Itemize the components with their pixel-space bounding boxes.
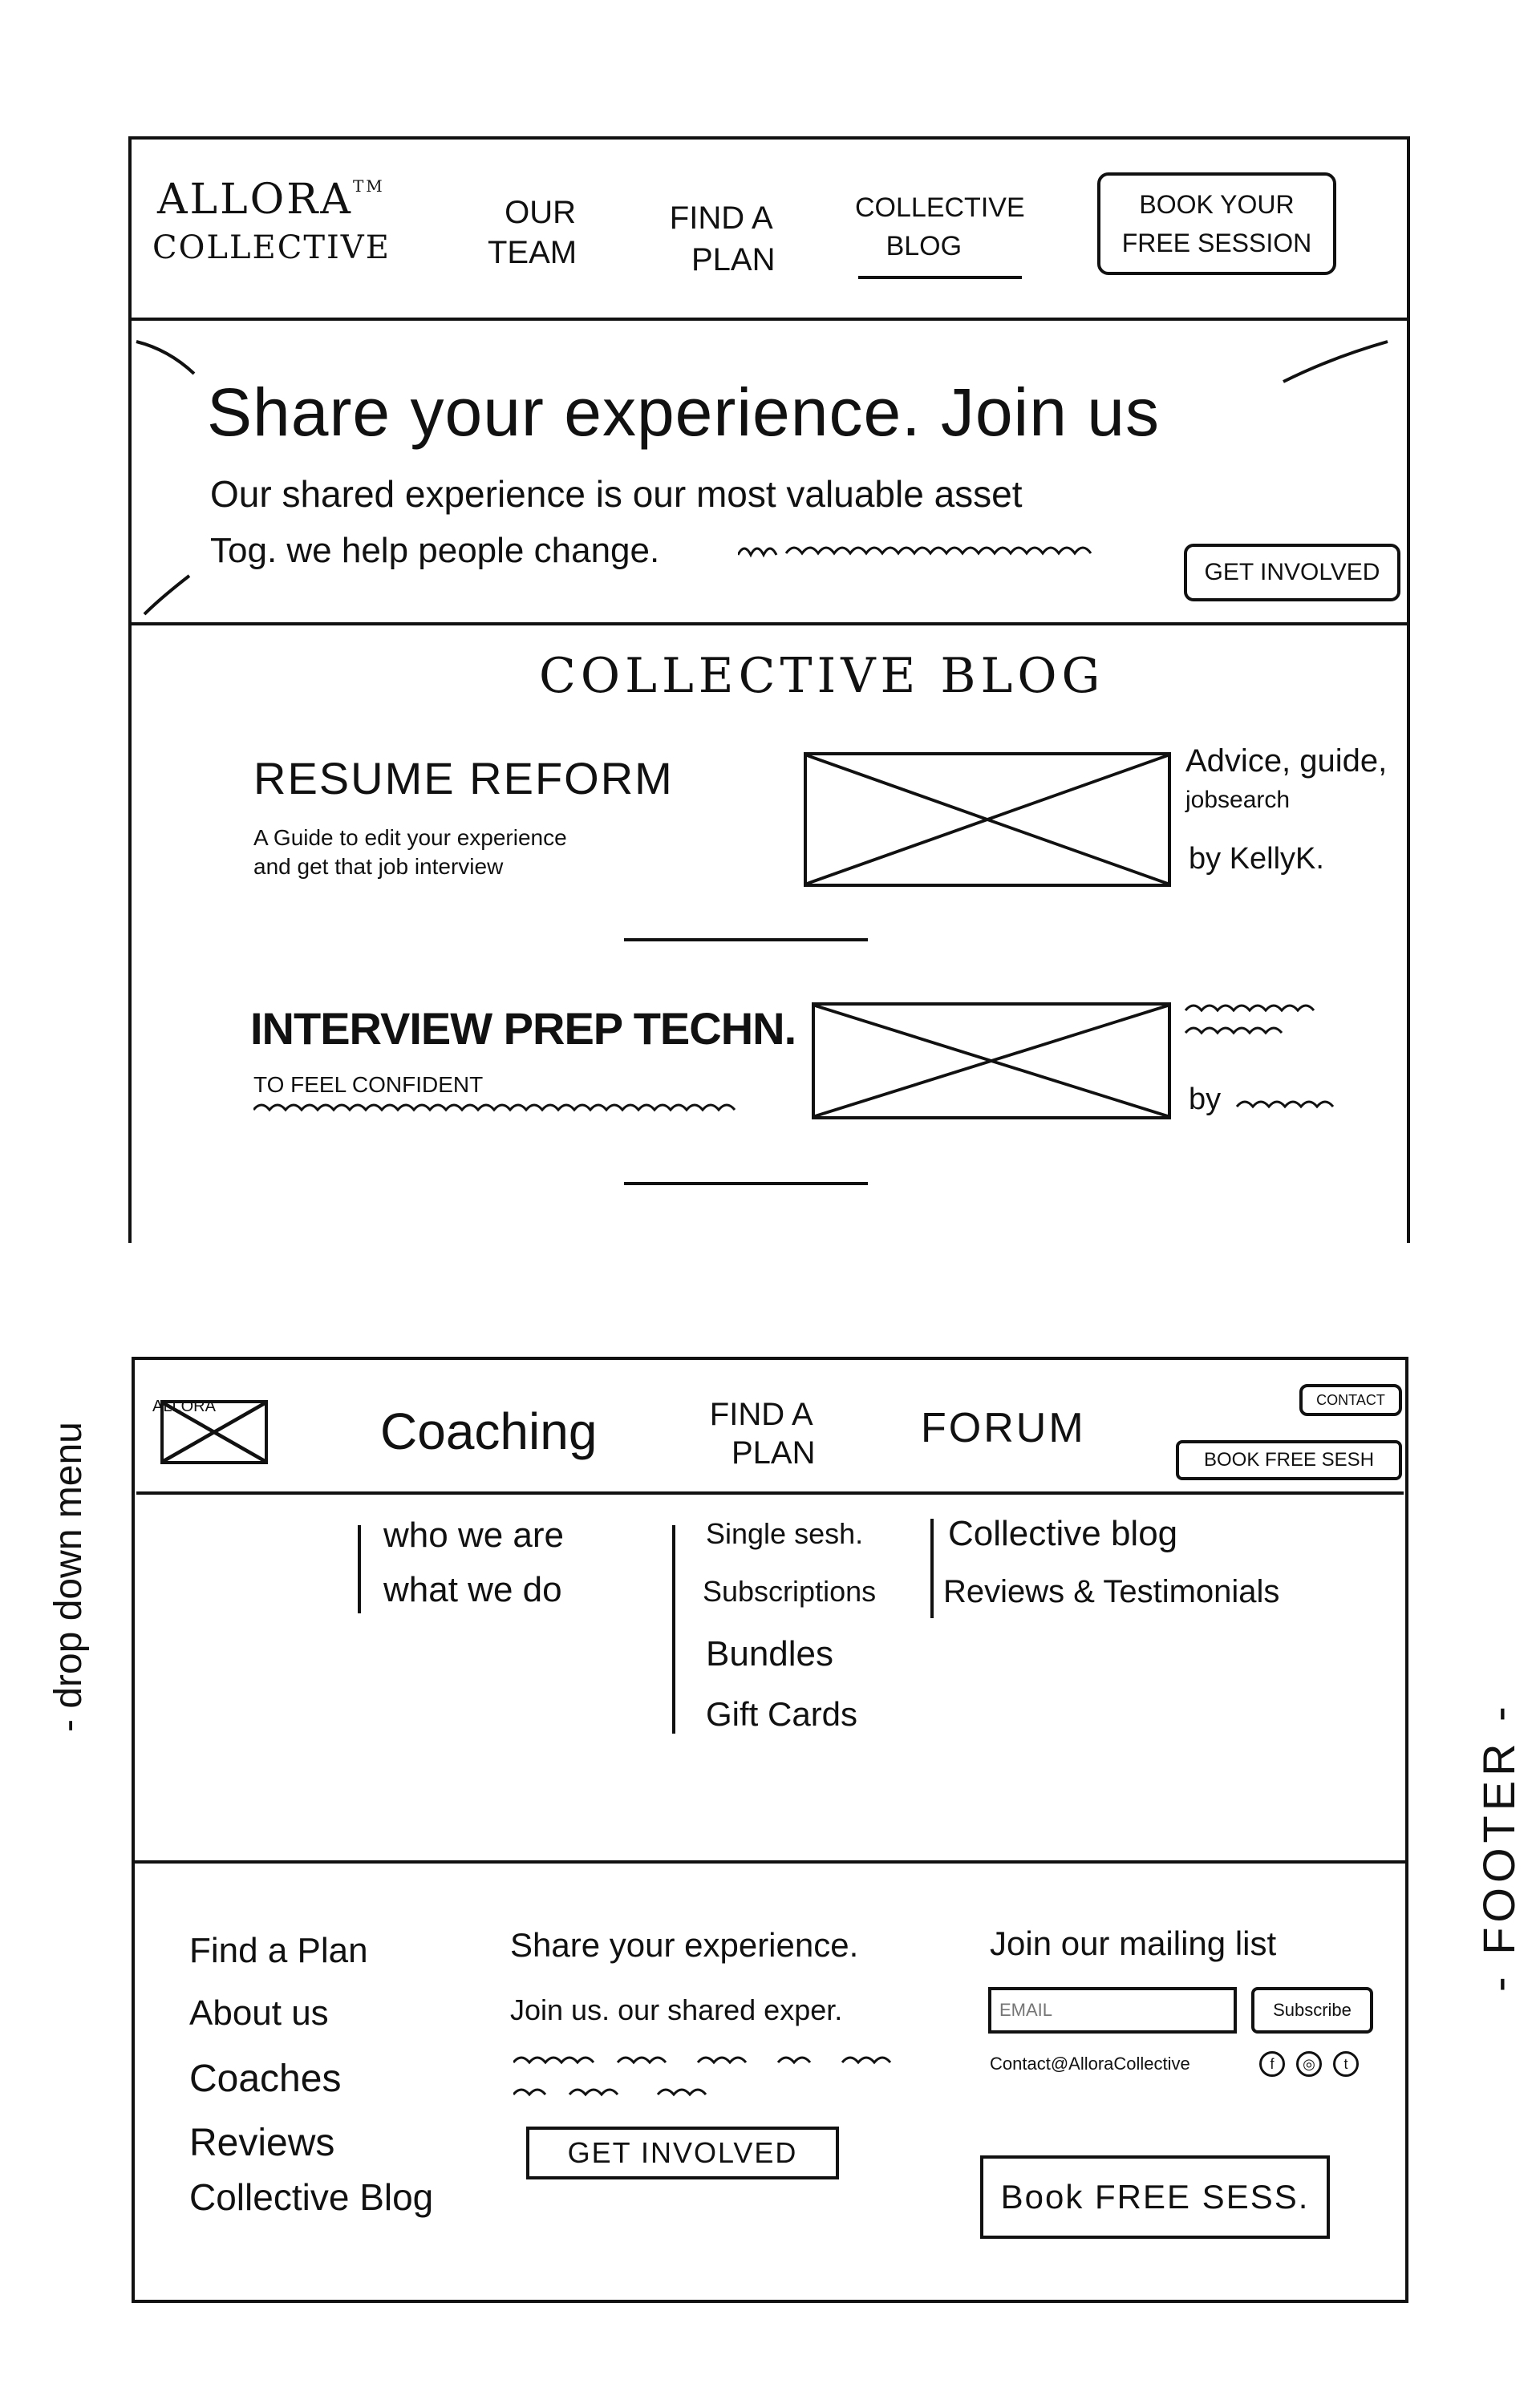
footer-link[interactable]: About us [189,1993,329,2033]
image-placeholder-icon [807,755,1168,884]
dropdown-item[interactable]: what we do [383,1570,562,1609]
blog-heading: COLLECTIVE BLOG [539,648,1105,704]
nav-collective-blog-line2: BLOG [886,230,962,261]
footer-share-line2: Join us. our shared exper. [510,1993,843,2026]
nav-find-a-plan[interactable]: FIND A PLAN [667,197,776,281]
footer-label: - FOOTER - [1473,1702,1524,1992]
image-placeholder-icon [815,1006,1168,1116]
nav-find-a-plan-line2: PLAN [732,1435,816,1471]
nav-forum[interactable]: FORUM [921,1405,1086,1451]
subscribe-button[interactable]: Subscribe [1251,1987,1373,2034]
twitter-icon[interactable]: t [1333,2051,1359,2077]
logo-line1: ALLORA [157,176,353,224]
email-field[interactable] [988,1987,1237,2034]
blog-post-tags-line2: jobsearch [1185,787,1291,813]
nav-coaching[interactable]: Coaching [380,1402,598,1460]
blog-post-desc-line1: A Guide to edit your experience [253,825,567,850]
blog-post-image-placeholder[interactable] [804,752,1171,887]
nav-find-a-plan-line2: PLAN [691,242,776,277]
image-placeholder-icon [164,1403,265,1461]
dropdown-item[interactable]: Collective blog [948,1514,1178,1553]
mailing-list-title: Join our mailing list [990,1924,1277,1962]
blog-post-desc-line1: TO FEEL CONFIDENT [253,1072,484,1097]
blog-post-title[interactable]: INTERVIEW PREP TECHN. [250,1003,796,1054]
nav-our-team-line2: TEAM [488,235,578,270]
homepage-wireframe [128,136,1410,1243]
blog-post-author: by KellyK. [1189,842,1324,876]
footer-link[interactable]: Coaches [189,2058,342,2100]
dropdown-menu-label: - drop down menu [47,1422,90,1732]
footer-share-scribble [513,2056,892,2097]
hero-corner-marks [136,340,1388,616]
book-free-session-button[interactable]: BOOK YOUR FREE SESSION [1097,172,1336,275]
dropdown-item[interactable]: Single sesh. [706,1517,864,1550]
logo-placeholder[interactable] [160,1400,268,1464]
blog-post-tags-line1: Advice, guide, [1185,743,1388,779]
nav-collective-blog[interactable]: COLLECTIVE BLOG [855,189,1025,265]
hero-text-line2: Tog. we help people change. [210,531,660,570]
hero-divider [128,622,1410,625]
book-free-session-line2: FREE SESSION [1121,229,1312,257]
dropdown-column-divider [672,1525,675,1734]
hero-text-scribble [738,546,1092,558]
logo-text: ALLORA [152,1398,216,1415]
hero-text-line1: Our shared experience is our most valuab… [210,473,1023,515]
facebook-icon[interactable]: f [1259,2051,1285,2077]
blog-post-tags-scribble [1184,1004,1315,1035]
nav-collective-blog-line1: COLLECTIVE [855,192,1025,223]
header-divider [136,1491,1404,1495]
contact-button[interactable]: CONTACT [1299,1384,1402,1416]
get-involved-button[interactable]: GET INVOLVED [526,2127,839,2179]
blog-post-desc-scribble [253,1103,736,1112]
dropdown-column-divider [930,1519,934,1618]
contact-email[interactable]: Contact@AlloraCollective [990,2054,1190,2074]
footer-divider [135,1860,1405,1864]
social-icons: f ◎ t [1259,2051,1380,2080]
footer-link[interactable]: Find a Plan [189,1931,368,1970]
blog-post-divider [624,1182,868,1185]
footer-share-line1: Share your experience. [510,1926,859,1964]
instagram-icon[interactable]: ◎ [1296,2051,1322,2077]
book-free-session-line1: BOOK YOUR [1139,190,1295,219]
nav-find-a-plan-line1: FIND A [669,200,773,236]
dropdown-and-footer-wireframe [132,1357,1408,2303]
blog-post-author: by [1189,1083,1222,1116]
get-involved-button[interactable]: GET INVOLVED [1184,544,1400,601]
dropdown-column-divider [358,1525,361,1613]
hero-title: Share your experience. Join us [207,374,1160,450]
nav-find-a-plan-line1: FIND A [709,1397,813,1432]
nav-our-team-line1: OUR [505,195,576,230]
logo[interactable]: ALLORATM [157,178,385,222]
footer-link[interactable]: Collective Blog [189,2176,434,2218]
dropdown-item[interactable]: who we are [383,1516,565,1555]
blog-post-author-scribble [1235,1100,1335,1109]
dropdown-item[interactable]: Reviews & Testimonials [943,1574,1280,1609]
footer-link[interactable]: Reviews [189,2122,335,2164]
blog-post-image-placeholder[interactable] [812,1002,1171,1119]
blog-post-divider [624,938,868,941]
logo-tm: TM [352,176,385,196]
dropdown-item[interactable]: Subscriptions [703,1575,877,1608]
header-divider [128,318,1410,321]
book-free-sesh-button[interactable]: BOOK FREE SESH [1176,1440,1402,1480]
blog-post-desc-line2: and get that job interview [253,854,504,879]
nav-active-underline [858,276,1022,279]
dropdown-item[interactable]: Bundles [706,1634,834,1673]
dropdown-item[interactable]: Gift Cards [706,1695,858,1733]
blog-post-title[interactable]: RESUME REFORM [253,753,674,803]
nav-find-a-plan[interactable]: FIND A PLAN [707,1395,816,1472]
book-free-session-button[interactable]: Book FREE SESS. [980,2155,1330,2239]
logo-subtitle: COLLECTIVE [152,229,391,266]
nav-our-team[interactable]: OUR TEAM [488,192,577,273]
